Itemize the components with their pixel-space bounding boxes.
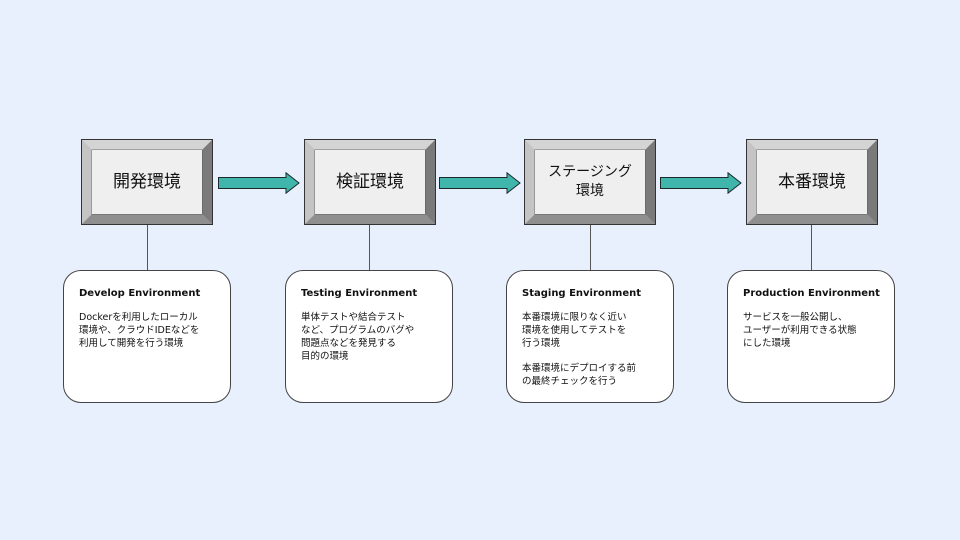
card-title-testing: Testing Environment (301, 288, 418, 299)
arrow-staging-to-production (660, 172, 742, 194)
bevel-frame (524, 139, 656, 225)
connector-line-staging (590, 225, 591, 270)
card-text-develop: Dockerを利用したローカル 環境や、クラウドIDEなどを 利用して開発を行う… (79, 312, 200, 349)
env-box-testing: 検証環境 (304, 139, 436, 225)
card-develop: Develop Environment Dockerを利用したローカル 環境や、… (63, 270, 231, 403)
env-box-develop: 開発環境 (81, 139, 213, 225)
env-label-testing: 検証環境 (315, 150, 425, 214)
connector-line-testing (369, 225, 370, 270)
env-label-develop: 開発環境 (92, 150, 202, 214)
card-title-production: Production Environment (743, 288, 880, 299)
connector-line-production (811, 225, 812, 270)
card-text-staging-2: 本番環境にデプロイする前 の最終チェックを行う (522, 363, 637, 387)
bevel-frame (746, 139, 878, 225)
card-text-testing: 単体テストや結合テスト など、プログラムのバグや 問題点などを発見する 目的の環… (301, 312, 415, 362)
env-label-production: 本番環境 (757, 150, 867, 214)
card-title-develop: Develop Environment (79, 288, 201, 299)
card-text-staging-1: 本番環境に限りなく近い 環境を使用してテストを 行う環境 (522, 312, 627, 349)
arrow-develop-to-testing (218, 172, 300, 194)
card-production: Production Environment サービスを一般公開し、 ユーザーが… (727, 270, 895, 403)
connector-line-develop (147, 225, 148, 270)
card-staging: Staging Environment 本番環境に限りなく近い 環境を使用してテ… (506, 270, 674, 403)
env-box-staging: ステージング 環境 (524, 139, 656, 225)
bevel-frame (81, 139, 213, 225)
env-label-staging: ステージング 環境 (535, 150, 645, 214)
env-box-production: 本番環境 (746, 139, 878, 225)
card-testing: Testing Environment 単体テストや結合テスト など、プログラム… (285, 270, 453, 403)
card-text-production: サービスを一般公開し、 ユーザーが利用できる状態 にした環境 (743, 312, 857, 349)
arrow-testing-to-staging (439, 172, 521, 194)
card-title-staging: Staging Environment (522, 288, 641, 299)
